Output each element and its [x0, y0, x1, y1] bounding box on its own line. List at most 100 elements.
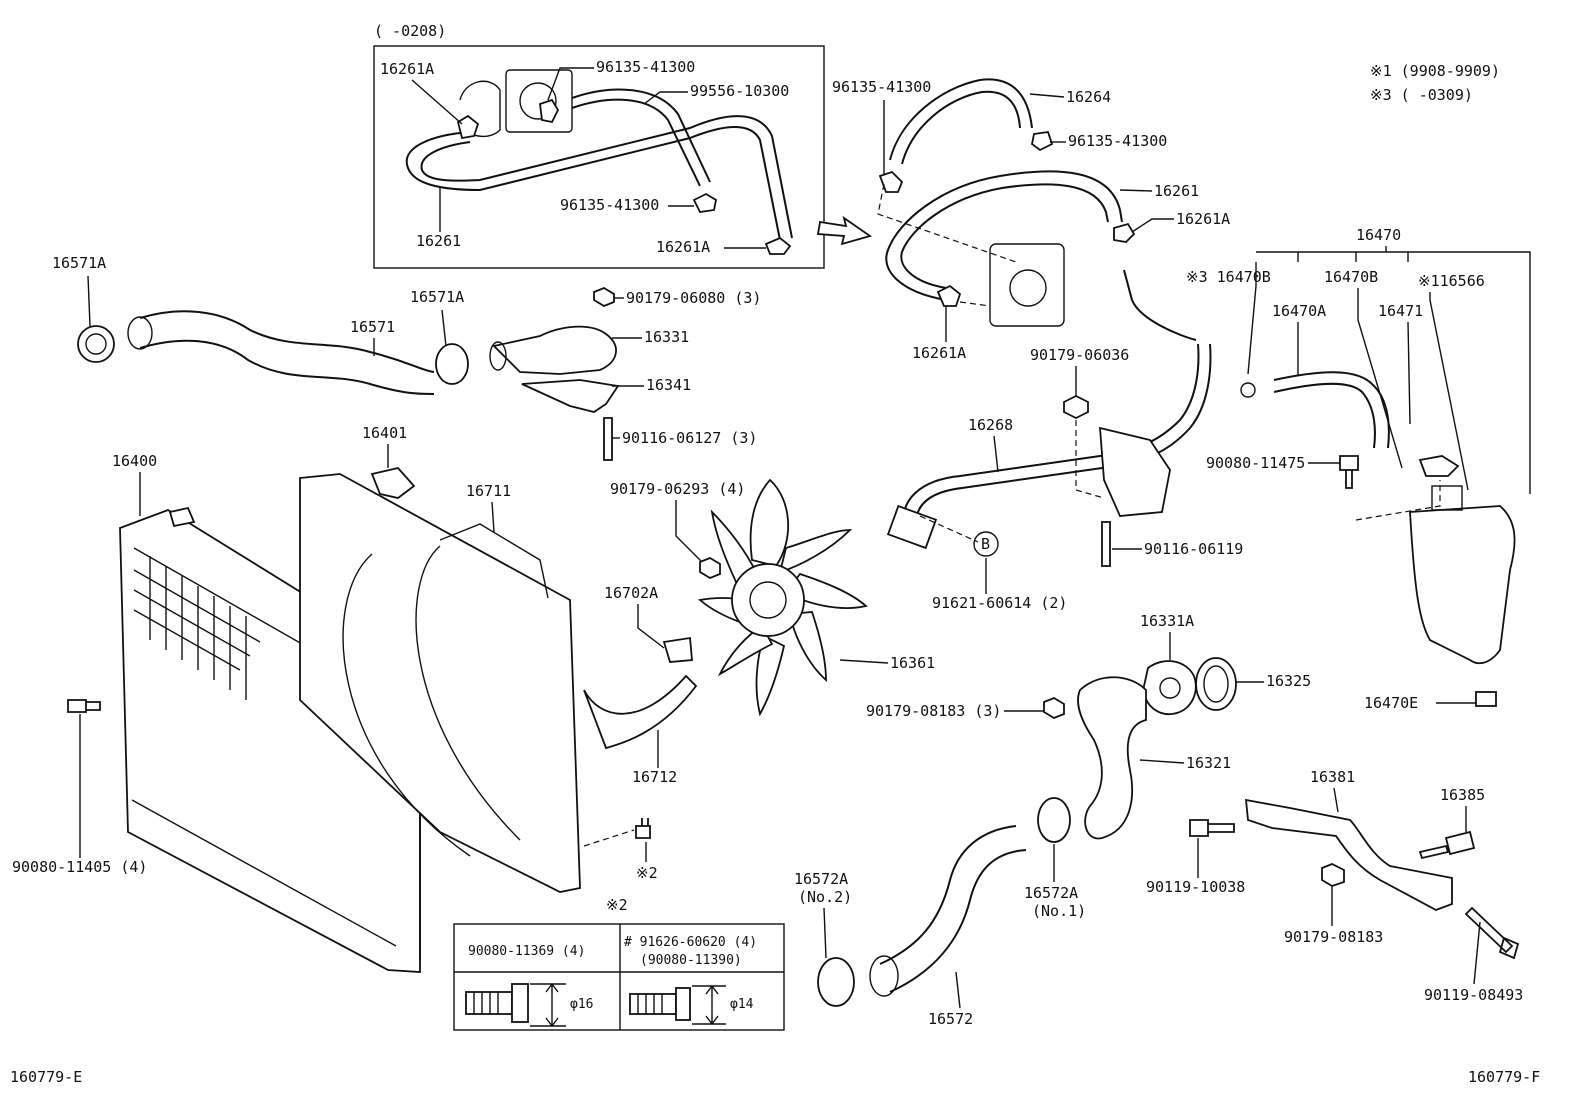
label-90116-06119: 90116-06119	[1144, 540, 1243, 558]
hose-16571-end	[127, 316, 153, 350]
diagram-code-left: 160779-E	[10, 1068, 82, 1086]
water-outlet-housing	[989, 243, 1065, 327]
label-16572: 16572	[928, 1010, 973, 1028]
inset-box	[373, 45, 825, 269]
bolt-16385	[1418, 830, 1476, 860]
inset-arrow	[816, 215, 873, 246]
gasket-16341	[521, 379, 620, 413]
clip-16470B-note	[1240, 382, 1256, 398]
leader-16268	[993, 435, 999, 473]
radiator-inlet	[168, 506, 196, 528]
clamp-16571A-right	[435, 343, 469, 385]
label-16572A-no1: 16572A	[1024, 884, 1078, 902]
fan-16361	[697, 478, 868, 717]
label-16471: 16471	[1378, 302, 1423, 320]
label-16470B: 16470B	[1324, 268, 1378, 286]
bolt-table-col2-header-line1: # 91626-60620 (4)	[624, 935, 757, 950]
note-1: ※1 (9908-9909)	[1370, 62, 1500, 80]
cap-16471	[1418, 455, 1460, 477]
note-3: ※3 ( -0309)	[1370, 86, 1473, 104]
label-16470E: 16470E	[1364, 694, 1418, 712]
leader-16571A-left	[87, 275, 91, 327]
circle-b-marker	[973, 531, 999, 557]
shroud-16711-ring	[342, 553, 471, 857]
hose-16572-end	[869, 955, 899, 997]
leader-16572	[955, 971, 961, 1009]
inset-hose-16261-inner	[420, 115, 793, 239]
circle-b-text: B	[981, 535, 990, 553]
clamp-16571A-left-inner	[85, 333, 107, 355]
label-16264: 16264	[1066, 88, 1111, 106]
inset-hose-99556	[571, 98, 701, 187]
cap-16470E	[1475, 691, 1497, 707]
label-16571A-right: 16571A	[410, 288, 464, 306]
leader-16572A-no2	[823, 907, 827, 959]
label-16571A-left: 16571A	[52, 254, 106, 272]
thermostat-16331A	[1143, 660, 1197, 715]
leader-99556	[643, 91, 688, 105]
hose-16572	[879, 825, 1017, 965]
label-16261A-lower: 16261A	[912, 344, 966, 362]
bolt-drawing-col2-head	[675, 987, 691, 1021]
part-16331	[492, 325, 617, 375]
gasket-16325	[1195, 657, 1237, 711]
shroud-16711-ring2	[415, 545, 521, 841]
gasket-16325-inner	[1203, 665, 1229, 703]
bolt-drawing-col2-shank	[629, 993, 677, 1015]
shroud-16712	[583, 674, 698, 750]
label-90179-06080: 90179-06080 (3)	[626, 289, 761, 307]
label-16341: 16341	[646, 376, 691, 394]
bracket-16268-right	[1099, 426, 1171, 517]
bolt-table-col1-dim: φ16	[570, 997, 593, 1012]
shroud-16711-box	[439, 523, 549, 599]
bolt-table-col2-dim: φ14	[730, 997, 754, 1012]
label-16261: 16261	[1154, 182, 1199, 200]
nut-90179-06293	[699, 556, 721, 580]
leader-116566	[1429, 292, 1469, 491]
cap-16401	[370, 467, 416, 499]
bolt-drawing-col1-shank	[465, 991, 513, 1015]
inset-clamp-left	[456, 114, 480, 140]
inlet-16321	[1077, 676, 1147, 840]
label-96135-right: 96135-41300	[1068, 132, 1167, 150]
label-16385: 16385	[1440, 786, 1485, 804]
leader-16321	[1139, 759, 1185, 764]
bolt-drawing-col2-dim	[692, 984, 726, 1026]
label-16361: 16361	[890, 654, 935, 672]
hose-16264	[889, 78, 1033, 161]
label-note2-small: ※2	[636, 864, 658, 882]
label-16261-inset: 16261	[416, 232, 461, 250]
diagram-code-right: 160779-F	[1468, 1068, 1540, 1086]
hose-16572-inner	[889, 849, 1027, 993]
hose-16261-inner	[900, 183, 1109, 289]
bolt-90080-11405	[67, 699, 101, 713]
pipe-16268-hose	[1123, 269, 1197, 341]
radiator-core-bottom	[131, 799, 397, 947]
clamp-16572A-no2	[817, 957, 855, 1007]
hose-16571	[139, 310, 435, 373]
pipe-16268-inner	[914, 343, 1212, 529]
label-90179-08183: 90179-08183	[1284, 928, 1383, 946]
label-16572A-no2: 16572A	[794, 870, 848, 888]
bolt-drawing-col1-dim	[530, 982, 566, 1028]
label-90179-06036: 90179-06036	[1030, 346, 1129, 364]
dash-16264-housing	[877, 183, 1017, 263]
leader-16261A-right	[1131, 218, 1174, 233]
label-no2: (No.2)	[798, 888, 852, 906]
label-16325: 16325	[1266, 672, 1311, 690]
dash-reservoir	[1355, 480, 1441, 521]
leader-96135-inset-top	[547, 67, 594, 101]
label-90179-06293: 90179-06293 (4)	[610, 480, 745, 498]
leader-16571A-right	[441, 309, 447, 347]
label-90119-10038: 90119-10038	[1146, 878, 1245, 896]
bracket-16381	[1244, 798, 1453, 911]
label-note2-table: ※2	[606, 896, 628, 914]
clamp-96135-top	[878, 170, 904, 193]
bolt-drawing-col1-head	[511, 983, 529, 1023]
clamp-96135-right	[1031, 131, 1054, 152]
inset-housing	[505, 69, 573, 133]
inset-housing-port	[519, 82, 557, 120]
label-116566: ※116566	[1418, 272, 1485, 290]
inset-clamp-bottom	[764, 236, 792, 255]
thermostat-16331A-inner	[1159, 677, 1181, 699]
